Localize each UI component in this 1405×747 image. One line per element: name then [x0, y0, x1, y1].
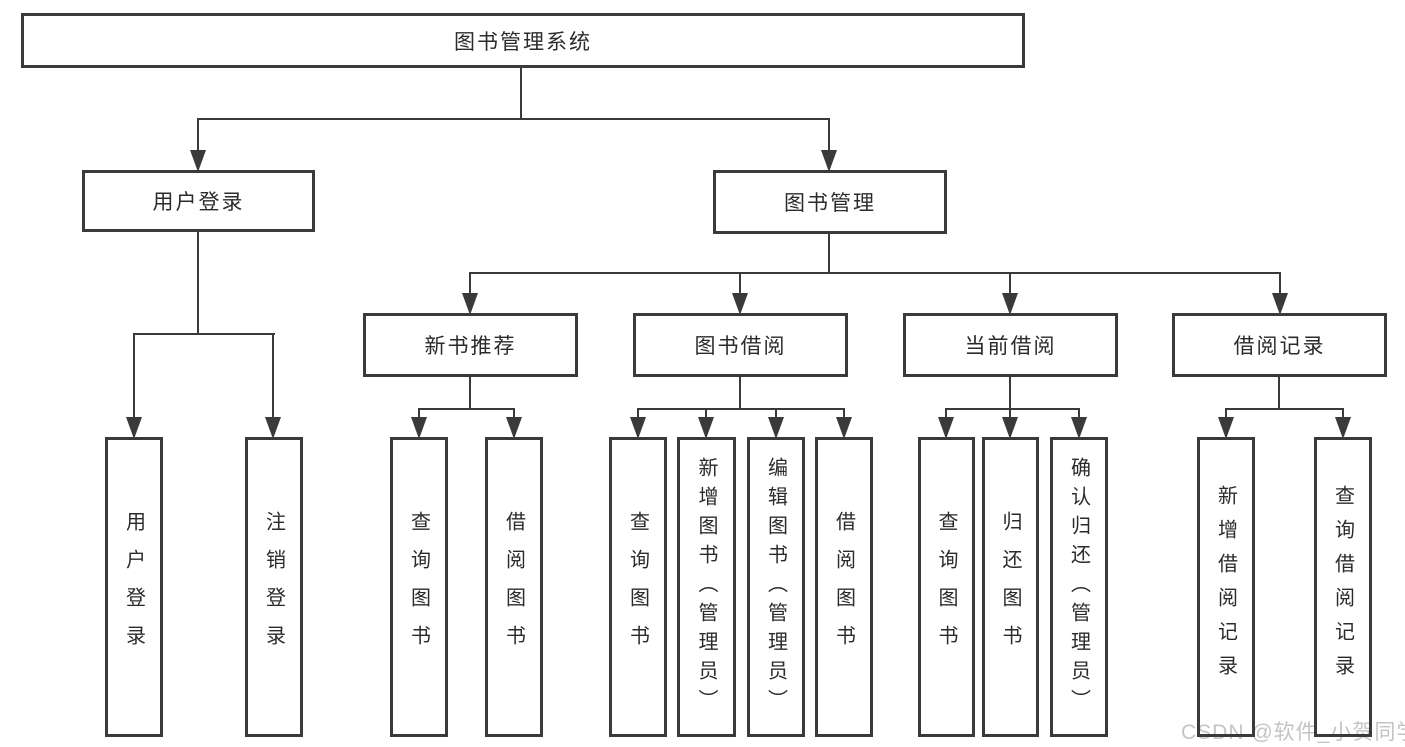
leaf-label: 借阅图书: [832, 511, 855, 663]
connector-line: [1009, 272, 1011, 293]
down-arrowhead-icon: [836, 417, 852, 439]
connector-line: [1342, 408, 1344, 417]
down-arrowhead-icon: [1218, 417, 1234, 439]
leaf-user-login: 用户登录: [105, 437, 163, 737]
connector-line: [1225, 408, 1227, 417]
node-new-book-recommend: 新书推荐: [363, 313, 578, 377]
connector-line: [513, 408, 515, 417]
connector-line: [418, 408, 515, 410]
leaf-query-books-borrow: 查询图书: [609, 437, 667, 737]
down-arrowhead-icon: [1272, 293, 1288, 315]
connector-line: [418, 408, 420, 417]
leaf-label: 用户登录: [122, 511, 145, 663]
down-arrowhead-icon: [190, 150, 206, 172]
connector-line: [272, 333, 274, 417]
node-borrow-records: 借阅记录: [1172, 313, 1387, 377]
connector-line: [1009, 408, 1011, 417]
leaf-add-book-admin: 新增图书（管理员）: [677, 437, 736, 737]
leaf-query-books-current: 查询图书: [918, 437, 975, 737]
leaf-label: 借阅图书: [502, 511, 525, 663]
connector-line: [197, 232, 199, 334]
down-arrowhead-icon: [1071, 417, 1087, 439]
node-book-borrow: 图书借阅: [633, 313, 848, 377]
leaf-borrow-books-recommend: 借阅图书: [485, 437, 543, 737]
leaf-query-books-recommend: 查询图书: [390, 437, 448, 737]
leaf-label: 新增借阅记录: [1214, 485, 1237, 689]
down-arrowhead-icon: [411, 417, 427, 439]
leaf-label: 注销登录: [262, 511, 285, 663]
connector-line: [843, 408, 845, 417]
leaf-label: 确认归还（管理员）: [1067, 456, 1090, 718]
csdn-watermark: CSDN @软件_小贺同学: [1181, 721, 1405, 744]
connector-line: [705, 408, 707, 417]
down-arrowhead-icon: [126, 417, 142, 439]
leaf-return-book: 归还图书: [982, 437, 1039, 737]
leaf-logout: 注销登录: [245, 437, 303, 737]
down-arrowhead-icon: [506, 417, 522, 439]
node-book-management: 图书管理: [713, 170, 947, 234]
node-library-management-system: 图书管理系统: [21, 13, 1025, 68]
connector-line: [637, 408, 639, 417]
connector-line: [1279, 272, 1281, 293]
connector-line: [739, 377, 741, 409]
down-arrowhead-icon: [938, 417, 954, 439]
connector-line: [197, 118, 830, 120]
leaf-label: 查询图书: [407, 511, 430, 663]
down-arrowhead-icon: [1002, 417, 1018, 439]
leaf-label: 编辑图书（管理员）: [764, 456, 787, 718]
connector-line: [945, 408, 1080, 410]
leaf-add-borrow-record: 新增借阅记录: [1197, 437, 1255, 737]
leaf-label: 查询图书: [626, 511, 649, 663]
leaf-edit-book-admin: 编辑图书（管理员）: [747, 437, 805, 737]
down-arrowhead-icon: [462, 293, 478, 315]
down-arrowhead-icon: [768, 417, 784, 439]
down-arrowhead-icon: [732, 293, 748, 315]
connector-line: [1278, 377, 1280, 409]
connector-line: [469, 272, 1281, 274]
connector-line: [133, 333, 275, 335]
down-arrowhead-icon: [698, 417, 714, 439]
connector-line: [520, 68, 522, 118]
leaf-confirm-return-admin: 确认归还（管理员）: [1050, 437, 1108, 737]
node-current-borrow: 当前借阅: [903, 313, 1118, 377]
connector-line: [469, 272, 471, 293]
leaf-label: 查询图书: [935, 511, 957, 663]
connector-line: [1078, 408, 1080, 417]
down-arrowhead-icon: [630, 417, 646, 439]
connector-line: [945, 408, 947, 417]
down-arrowhead-icon: [1335, 417, 1351, 439]
leaf-query-borrow-record: 查询借阅记录: [1314, 437, 1372, 737]
down-arrowhead-icon: [821, 150, 837, 172]
leaf-label: 查询借阅记录: [1331, 485, 1354, 689]
leaf-label: 归还图书: [999, 511, 1021, 663]
connector-line: [828, 234, 830, 274]
connector-line: [1009, 377, 1011, 409]
connector-line: [775, 408, 777, 417]
connector-line: [197, 118, 199, 150]
down-arrowhead-icon: [1002, 293, 1018, 315]
node-user-login: 用户登录: [82, 170, 315, 232]
connector-line: [828, 118, 830, 150]
down-arrowhead-icon: [265, 417, 281, 439]
connector-line: [739, 272, 741, 293]
leaf-label: 新增图书（管理员）: [695, 456, 717, 718]
connector-line: [1225, 408, 1344, 410]
connector-line: [133, 333, 135, 417]
connector-line: [637, 408, 845, 410]
leaf-borrow-books: 借阅图书: [815, 437, 873, 737]
connector-line: [469, 377, 471, 409]
